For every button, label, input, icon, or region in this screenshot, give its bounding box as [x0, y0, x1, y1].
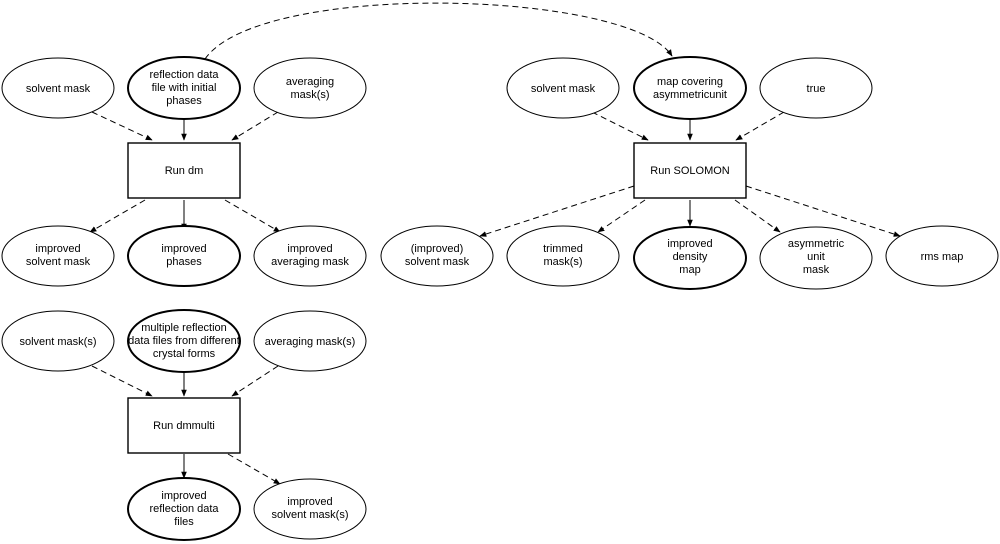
node-dm-reflection-data: reflection data file with initial phases: [127, 56, 241, 120]
node-label-line: improved: [667, 238, 712, 250]
node-label-line: improved: [161, 490, 206, 502]
node-run-dm: Run dm: [127, 142, 241, 199]
node-dmm-multiple-reflection: multiple reflection data files from diff…: [127, 309, 241, 373]
node-sol-map-covering: map covering asymmetricunit: [633, 56, 747, 120]
node-label-line: mask(s): [543, 256, 582, 268]
node-label-line: solvent mask(s): [271, 509, 348, 521]
node-label-line: density: [673, 251, 708, 263]
node-label-line: averaging mask: [271, 256, 349, 268]
node-label-line: asymmetricunit: [653, 89, 727, 101]
node-label-line: mask(s): [290, 89, 329, 101]
edge-sol-solvent-to-run: [591, 111, 649, 141]
node-label-line: crystal forms: [153, 348, 216, 360]
edge-run-to-dmm-improved-solvent: [227, 453, 281, 485]
node-label-line: multiple reflection: [141, 322, 227, 334]
node-run-solomon: Run SOLOMON: [633, 142, 747, 199]
node-label-line: reflection data: [149, 69, 219, 81]
node-label-line: (improved): [411, 243, 464, 255]
node-label-line: averaging: [286, 76, 334, 88]
node-dm-improved-averaging-mask: improved averaging mask: [253, 225, 367, 287]
node-label-line: data files from different: [128, 335, 240, 347]
edge-run-to-sol-asym-mask: [734, 199, 781, 233]
node-label: averaging mask(s): [265, 336, 355, 348]
node-label-line: improved: [287, 243, 332, 255]
node-dmm-solvent-masks: solvent mask(s): [1, 310, 115, 372]
node-run-dmmulti: Run dmmulti: [127, 397, 241, 454]
node-label-line: trimmed: [543, 243, 583, 255]
node-label: Run dm: [165, 165, 204, 177]
node-sol-rms-map: rms map: [885, 225, 999, 287]
edge-run-to-dm-improved-averaging: [224, 199, 281, 233]
node-sol-solvent-mask: solvent mask: [506, 57, 620, 119]
edge-dm-averaging-to-run: [231, 111, 279, 141]
node-label-line: unit: [807, 251, 825, 263]
node-label-line: mask: [803, 264, 830, 276]
node-label-line: solvent mask: [405, 256, 470, 268]
node-sol-trimmed-masks: trimmed mask(s): [506, 225, 620, 287]
edge-reflection-to-map-covering: [204, 2, 673, 60]
edge-run-to-sol-trimmed: [597, 199, 646, 233]
node-label: solvent mask: [531, 83, 596, 95]
node-label-line: phases: [166, 95, 202, 107]
node-label-line: file with initial: [152, 82, 217, 94]
node-dm-improved-solvent-mask: improved solvent mask: [1, 225, 115, 287]
node-label-line: files: [174, 516, 194, 528]
node-sol-asymmetric-unit-mask: asymmetric unit mask: [759, 226, 873, 290]
node-sol-true: true: [759, 57, 873, 119]
node-sol-improved-density-map: improved density map: [633, 226, 747, 290]
node-dmm-improved-reflection: improved reflection data files: [127, 477, 241, 541]
node-label-line: map covering: [657, 76, 723, 88]
node-sol-improved-solvent-mask: (improved) solvent mask: [380, 225, 494, 287]
edge-dmm-averaging-to-run: [231, 365, 279, 397]
edge-sol-true-to-run: [735, 111, 785, 141]
node-label: Run dmmulti: [153, 420, 215, 432]
node-label: solvent mask(s): [19, 336, 96, 348]
edge-run-to-sol-rms: [745, 185, 901, 237]
node-label-line: improved: [161, 243, 206, 255]
node-dmm-improved-solvent-masks: improved solvent mask(s): [253, 478, 367, 540]
node-label-line: improved: [35, 243, 80, 255]
node-dm-improved-phases: improved phases: [127, 225, 241, 287]
node-label-line: reflection data: [149, 503, 219, 515]
node-label-line: phases: [166, 256, 202, 268]
node-label-line: improved: [287, 496, 332, 508]
node-label-line: map: [679, 264, 700, 276]
edge-run-to-sol-improved-solvent: [479, 185, 635, 237]
edge-dmm-solvent-to-run: [91, 365, 153, 397]
node-label-line: asymmetric: [788, 238, 845, 250]
node-label: Run SOLOMON: [650, 165, 730, 177]
node-dm-averaging-masks: averaging mask(s): [253, 57, 367, 119]
node-dm-solvent-mask: solvent mask: [1, 57, 115, 119]
edge-dm-solvent-to-run: [91, 111, 153, 141]
node-label-line: solvent mask: [26, 256, 91, 268]
node-label: solvent mask: [26, 83, 91, 95]
node-label: true: [807, 83, 826, 95]
edge-run-to-dm-improved-solvent: [89, 199, 146, 233]
node-label: rms map: [921, 251, 964, 263]
node-dmm-averaging-masks: averaging mask(s): [253, 310, 367, 372]
